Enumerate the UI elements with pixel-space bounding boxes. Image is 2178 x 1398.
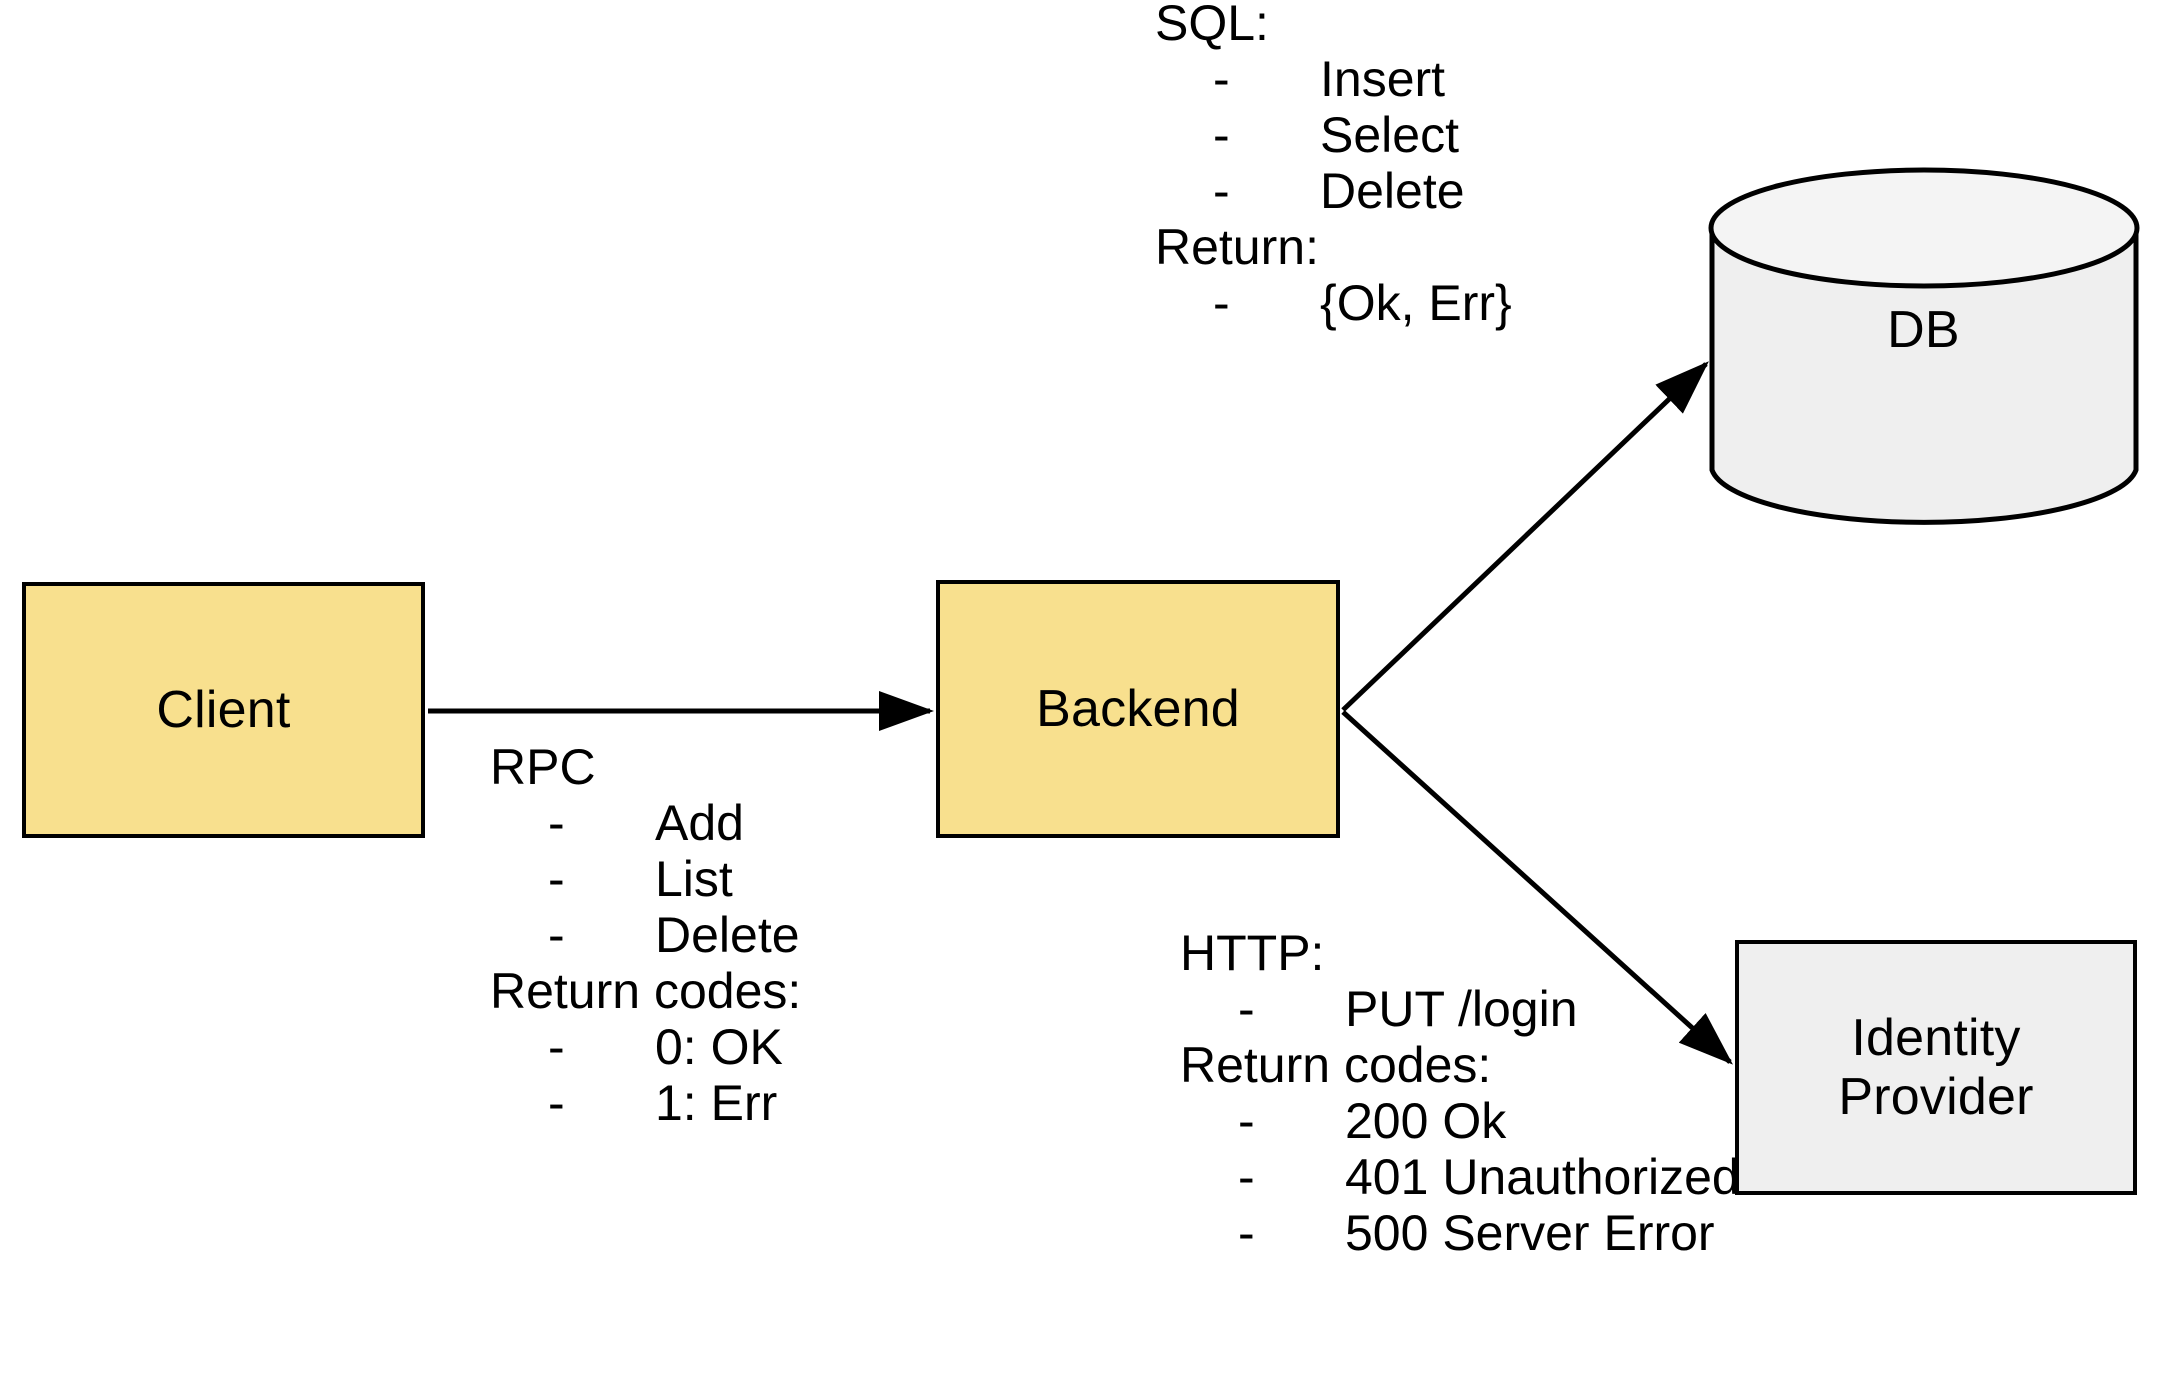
annotation-sql-item-text: Insert	[1320, 51, 1446, 107]
dash-icon: -	[1213, 163, 1230, 219]
node-identity-provider-label: Identity Provider	[1838, 1009, 2033, 1125]
annotation-http-item-text: PUT /login	[1345, 981, 1578, 1037]
annotation-sql-item-text: Select	[1320, 107, 1459, 163]
edge-backend-db	[1341, 361, 1709, 712]
node-identity-provider-label-line2: Provider	[1838, 1067, 2034, 1126]
annotation-http-item: - PUT /login	[1180, 981, 1740, 1037]
node-client[interactable]: Client	[22, 582, 425, 838]
annotation-sql-item: - Insert	[1155, 51, 1512, 107]
node-backend[interactable]: Backend	[936, 580, 1340, 838]
annotation-sql-item: - Delete	[1155, 163, 1512, 219]
annotation-http-return-item-text: 500 Server Error	[1345, 1205, 1715, 1261]
annotation-http-return-header: Return codes:	[1180, 1037, 1492, 1093]
annotation-rpc-return-item-text: 1: Err	[655, 1075, 778, 1131]
annotation-rpc-return-item: - 1: Err	[490, 1075, 801, 1131]
annotation-rpc-item: - Add	[490, 795, 801, 851]
dash-icon: -	[548, 851, 565, 907]
dash-icon: -	[1213, 107, 1230, 163]
node-identity-provider[interactable]: Identity Provider	[1735, 940, 2137, 1195]
annotation-rpc-item-text: List	[655, 851, 733, 907]
dash-icon: -	[1238, 1205, 1255, 1261]
dash-icon: -	[1213, 275, 1230, 331]
annotation-sql-return-header: Return:	[1155, 219, 1319, 275]
annotation-http-return-item: - 401 Unauthorized	[1180, 1149, 1740, 1205]
db-cylinder-shape	[1708, 167, 2140, 525]
annotation-sql-return-item: - {Ok, Err}	[1155, 275, 1512, 331]
dash-icon: -	[1238, 1149, 1255, 1205]
annotation-http-return-item: - 500 Server Error	[1180, 1205, 1740, 1261]
annotation-http-return-item-text: 401 Unauthorized	[1345, 1149, 1740, 1205]
annotation-http-return-item-text: 200 Ok	[1345, 1093, 1507, 1149]
annotation-rpc-return-item-text: 0: OK	[655, 1019, 783, 1075]
annotation-http-header: HTTP:	[1180, 925, 1325, 981]
annotation-rpc-return-item: - 0: OK	[490, 1019, 801, 1075]
annotation-sql-header: SQL:	[1155, 0, 1269, 51]
annotation-sql-item: - Select	[1155, 107, 1512, 163]
edge-backend-idp	[1341, 710, 1733, 1065]
dash-icon: -	[548, 1019, 565, 1075]
dash-icon: -	[1238, 981, 1255, 1037]
annotation-rpc-header: RPC	[490, 739, 596, 795]
annotation-http-return-item: - 200 Ok	[1180, 1093, 1740, 1149]
node-backend-label: Backend	[1036, 679, 1240, 738]
annotation-rpc: RPC - Add - List - Delete Return codes: …	[490, 739, 801, 1131]
annotation-sql-return-item-text: {Ok, Err}	[1320, 275, 1512, 331]
node-identity-provider-label-line1: Identity	[1851, 1009, 2021, 1068]
annotation-rpc-item-text: Add	[655, 795, 744, 851]
dash-icon: -	[1213, 51, 1230, 107]
dash-icon: -	[548, 795, 565, 851]
annotation-rpc-item: - Delete	[490, 907, 801, 963]
dash-icon: -	[548, 1075, 565, 1131]
annotation-rpc-return-header: Return codes:	[490, 963, 802, 1019]
node-client-label: Client	[156, 680, 291, 739]
annotation-http: HTTP: - PUT /login Return codes: - 200 O…	[1180, 925, 1740, 1261]
annotation-rpc-item-text: Delete	[655, 907, 800, 963]
annotation-sql: SQL: - Insert - Select - Delete Return: …	[1155, 0, 1512, 331]
dash-icon: -	[548, 907, 565, 963]
dash-icon: -	[1238, 1093, 1255, 1149]
annotation-rpc-item: - List	[490, 851, 801, 907]
annotation-sql-item-text: Delete	[1320, 163, 1465, 219]
